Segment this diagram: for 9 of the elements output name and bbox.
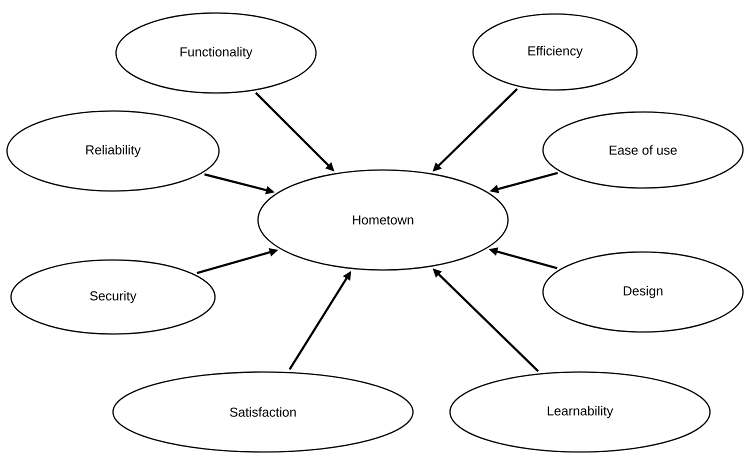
- ellipse-node: Ease of use: [542, 111, 744, 189]
- ellipse-node: Security: [10, 259, 216, 335]
- ellipse-node: Efficiency: [472, 13, 638, 91]
- ellipse-node: Functionality: [115, 12, 317, 94]
- ellipse-node: Reliability: [6, 110, 220, 192]
- ellipse-node: Design: [542, 251, 744, 333]
- ellipse-node: Satisfaction: [112, 371, 414, 453]
- ellipse-node: Hometown: [257, 169, 509, 271]
- ellipse-node: Learnability: [449, 371, 711, 453]
